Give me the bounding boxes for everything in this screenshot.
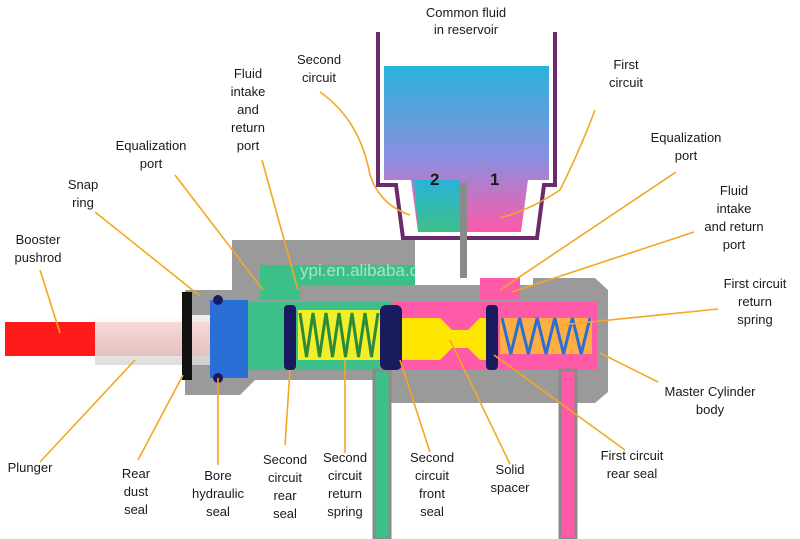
leader-lines (39, 91, 719, 465)
second-circuit-return-spring (298, 310, 380, 360)
chamber-number-second: 2 (430, 170, 439, 189)
second-circuit-rear-seal (284, 305, 296, 370)
reservoir-divider (460, 183, 467, 278)
watermark: ypi.en.alibaba.com (300, 261, 442, 280)
label-plunger: Plunger (8, 460, 53, 475)
second-circuit-front-seal (380, 305, 402, 370)
solid-spacer (402, 318, 494, 360)
snap-ring (182, 292, 192, 380)
plunger (95, 315, 245, 365)
chamber-number-first: 1 (490, 170, 499, 189)
fluid-reservoir (376, 32, 557, 278)
first-circuit-rear-seal (486, 305, 498, 370)
bore-hydraulic-seal (210, 295, 248, 383)
master-cylinder-body (185, 240, 608, 539)
